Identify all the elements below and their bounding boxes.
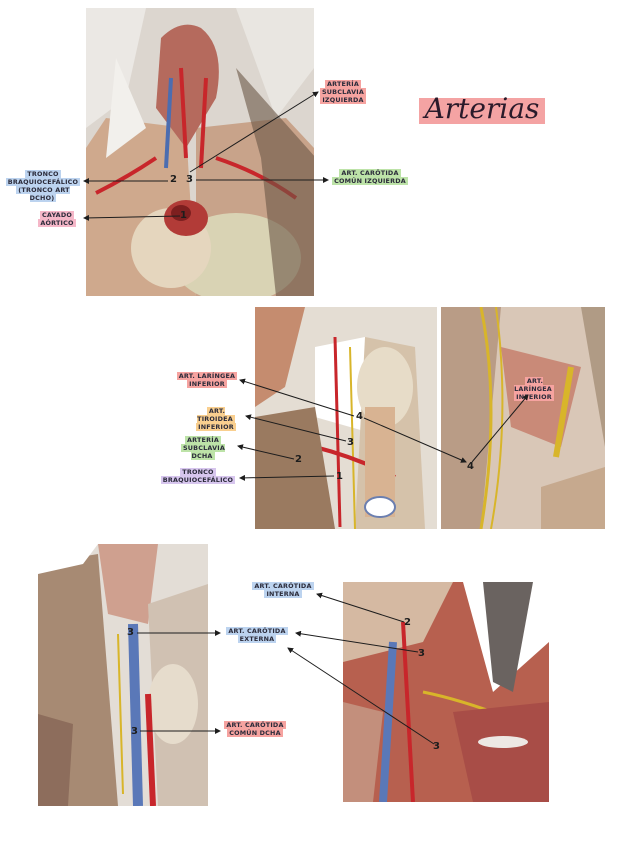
marker-number: 3: [433, 741, 440, 752]
arrow-tronco-2: [239, 474, 335, 481]
label-cayado-aortico: CAYADO AÓRTICO: [32, 211, 82, 227]
label-line: COMÚN IZQUIERDA: [332, 177, 408, 185]
marker-number: 3: [347, 437, 354, 448]
label-line: ART. CARÓTIDA: [226, 627, 288, 635]
title-highlight: Arterias: [419, 92, 545, 125]
neck-dissection-photo-right: [441, 307, 605, 529]
label-line: CAYADO: [40, 211, 74, 219]
arrow-tiroidea: [245, 414, 347, 442]
arrow-subclavia-izq: [189, 91, 319, 173]
marker-number: 3: [131, 726, 138, 737]
marker-number: 3: [127, 627, 134, 638]
marker-number: 3: [418, 648, 425, 659]
label-line: BRAQUIOCEFÁLICO: [5, 178, 81, 186]
arrow-cayado: [83, 214, 181, 221]
marker-number: 3: [186, 174, 193, 185]
label-laringea-inferior-right: ART. LARÍNGEA INFERIOR: [505, 377, 563, 401]
label-line: EXTERNA: [237, 635, 277, 643]
label-line: INFERIOR: [196, 423, 236, 431]
label-line: SUBCLAVIA DCHA: [180, 444, 225, 460]
label-tronco-braquiocefalico-2: TRONCO BRAQUIOCEFÁLICO: [158, 468, 238, 484]
arrow-laringea-2: [363, 417, 467, 463]
arrow-laringea: [239, 378, 355, 417]
label-line: TRONCO: [180, 468, 216, 476]
marker-number: 4: [467, 461, 474, 472]
marker-number: 1: [336, 471, 343, 482]
neck-dissection-photo-left: [255, 307, 437, 529]
label-line: INFERIOR: [187, 380, 227, 388]
label-line: ART. CARÓTIDA: [252, 582, 314, 590]
label-line: ART. CARÓTIDA: [224, 721, 286, 729]
carotid-dissection-photo-left: [38, 544, 208, 806]
marker-number: 4: [356, 411, 363, 422]
arrow-laringea-right: [471, 394, 529, 463]
carotid-dissection-photo-right: [343, 582, 549, 802]
label-line: ARTERÍA: [185, 436, 221, 444]
label-laringea-inferior: ART. LARÍNGEA INFERIOR: [176, 372, 238, 388]
label-tiroidea-inferior: ART. TIROIDEA INFERIOR: [188, 407, 244, 431]
label-carotida-externa: ART. CARÓTIDA EXTERNA: [222, 627, 292, 643]
arrow-carotida-ext-1: [295, 630, 419, 653]
label-line: ARTERÍA: [325, 80, 361, 88]
marker-number: 1: [180, 210, 187, 221]
label-subclavia-izquierda: ARTERÍA SUBCLAVIA IZQUIERDA: [318, 80, 368, 104]
label-tronco-braquiocefalico: TRONCO BRAQUIOCEFÁLICO (TRONCO ART DCHO): [4, 170, 82, 202]
label-line: INTERNA: [264, 590, 302, 598]
label-subclavia-derecha: ARTERÍA SUBCLAVIA DCHA: [170, 436, 236, 460]
label-carotida-comun-derecha: ART. CARÓTIDA COMÚN DCHA: [222, 721, 288, 737]
label-carotida-interna: ART. CARÓTIDA INTERNA: [251, 582, 315, 598]
page-title: Arterias: [424, 92, 540, 125]
arrow-subclavia-dcha: [237, 444, 295, 460]
label-line: ART. LARÍNGEA: [176, 372, 238, 380]
label-line: TRONCO: [25, 170, 61, 178]
label-line: IZQUIERDA: [320, 96, 366, 104]
label-line: AÓRTICO: [38, 219, 76, 227]
marker-number: 2: [295, 454, 302, 465]
label-line: COMÚN DCHA: [227, 729, 283, 737]
arrow-carotida-ext-2: [287, 647, 435, 745]
label-line: SUBCLAVIA: [319, 88, 366, 96]
marker-number: 2: [404, 617, 411, 628]
label-line: ART. CARÓTIDA: [339, 169, 401, 177]
label-line: BRAQUIOCEFÁLICO: [160, 476, 236, 484]
thorax-dissection-photo: [86, 8, 314, 296]
arrow-carotida-int: [316, 592, 405, 623]
marker-number: 2: [170, 174, 177, 185]
label-line: INFERIOR: [514, 393, 554, 401]
label-carotida-comun-izquierda: ART. CARÓTIDA COMÚN IZQUIERDA: [330, 169, 410, 185]
